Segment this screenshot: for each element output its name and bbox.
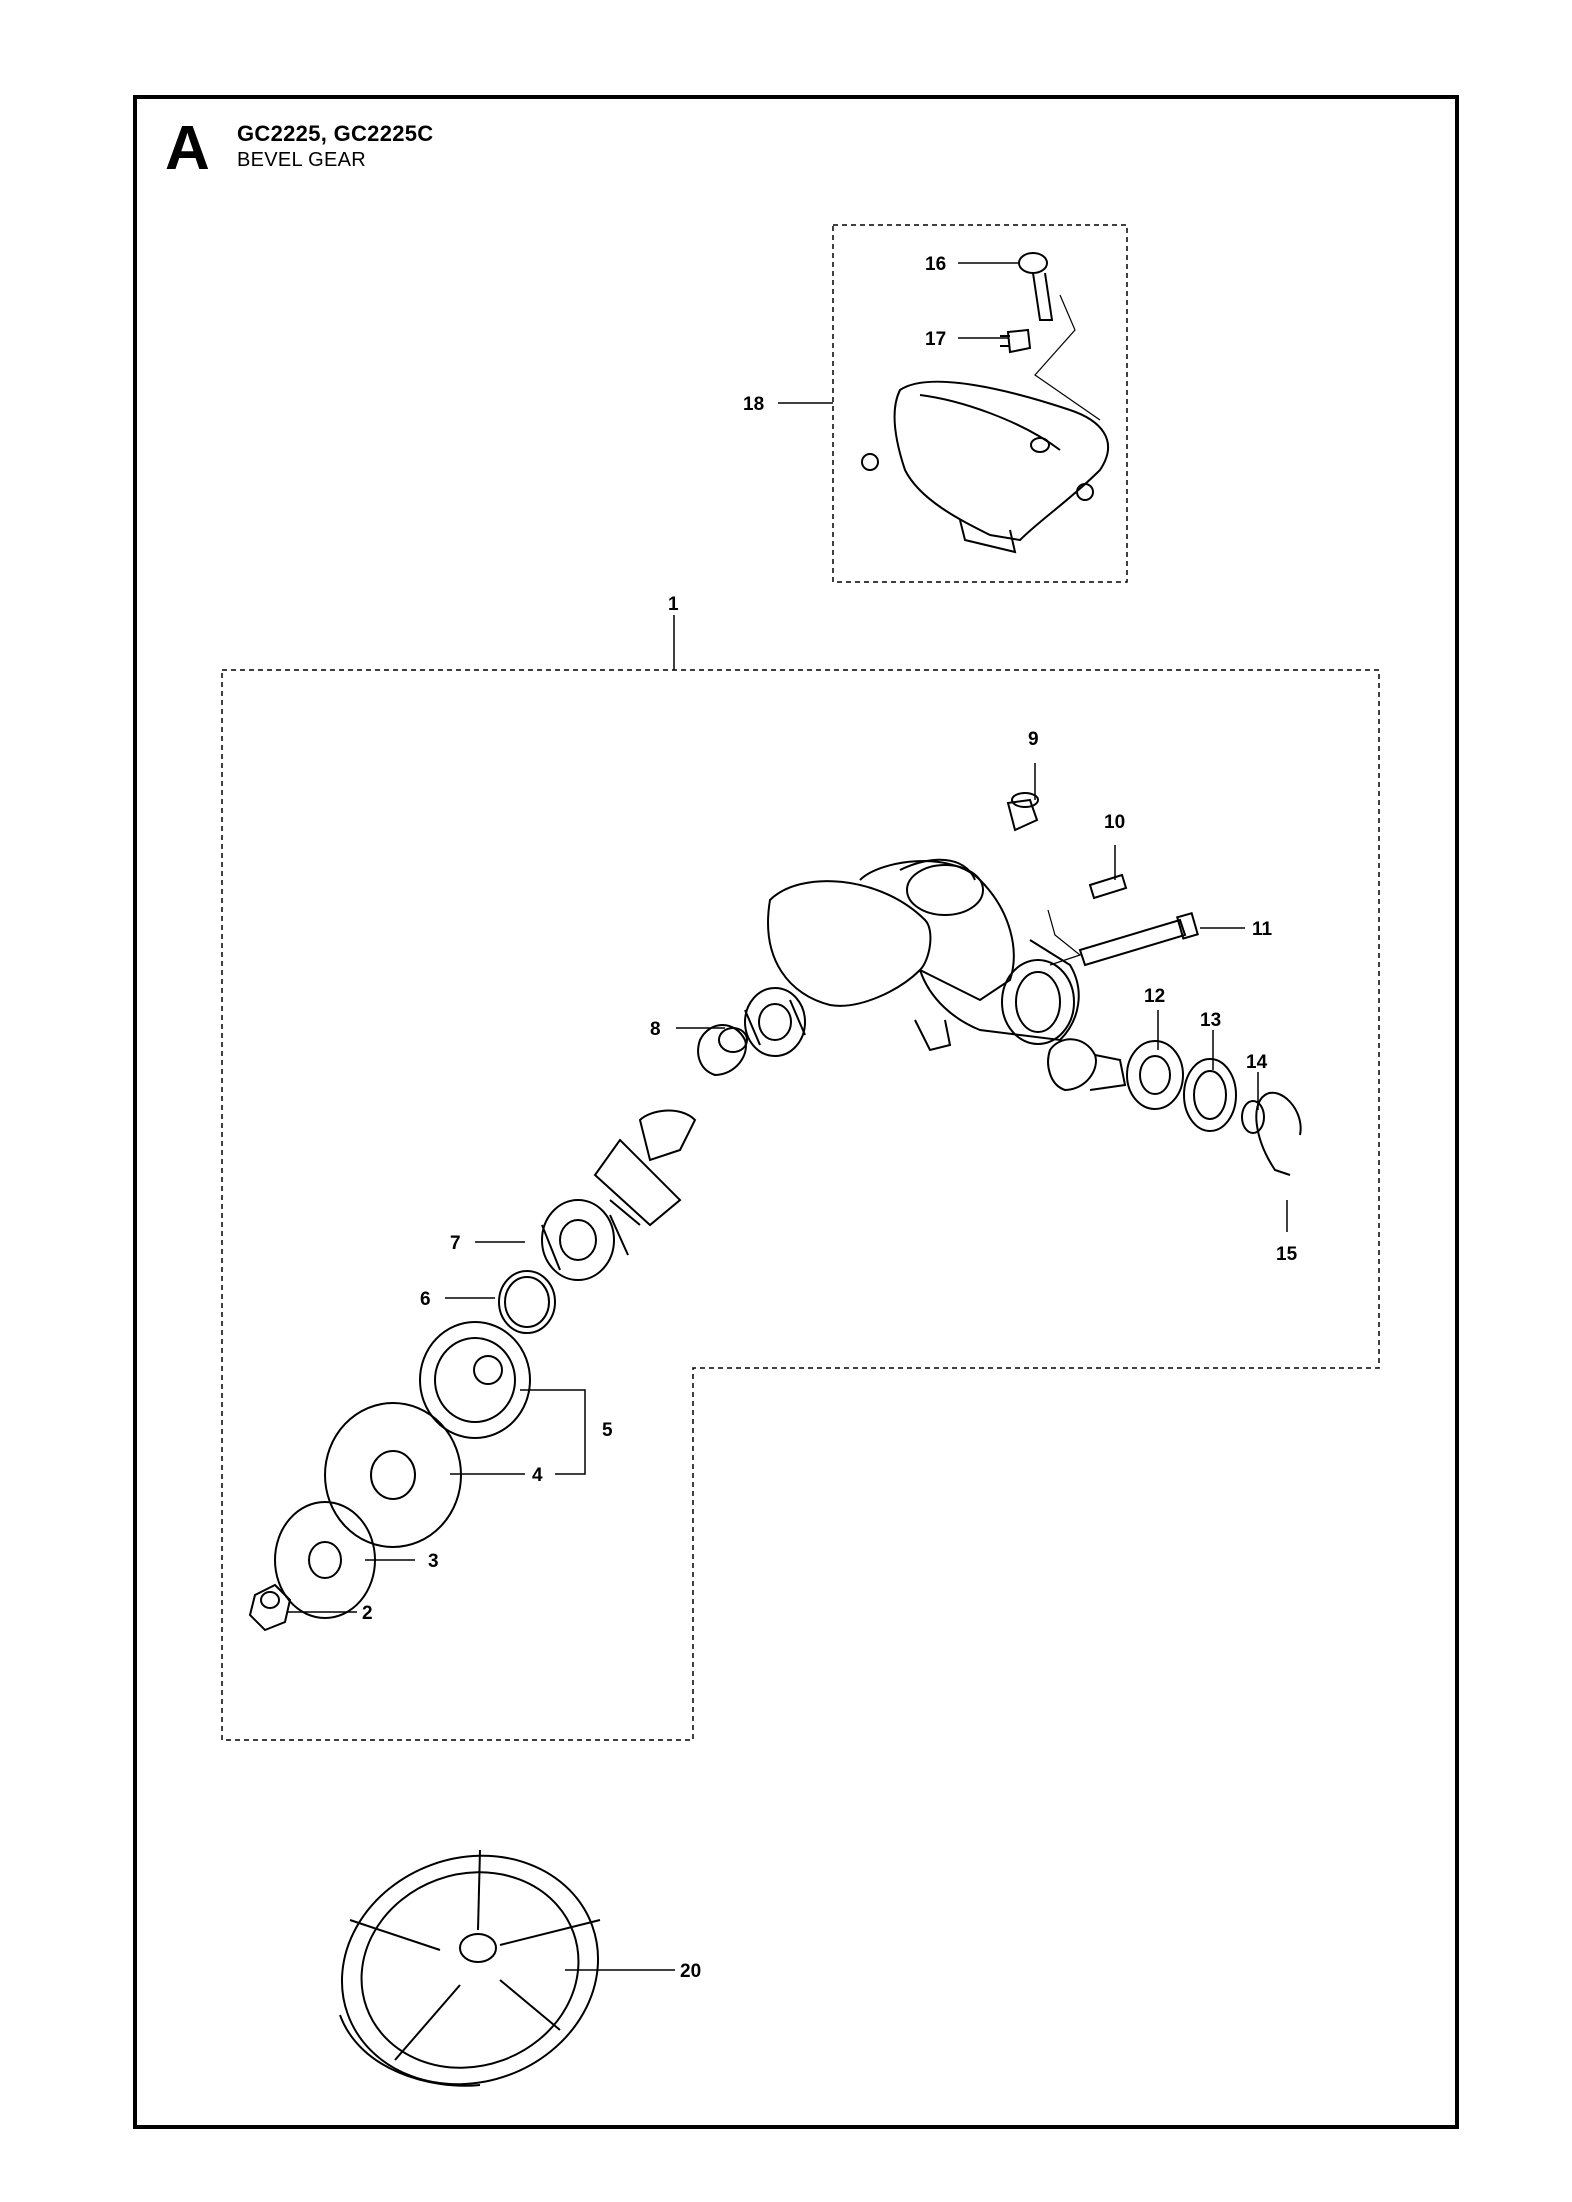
callout-10: 10 [1104, 812, 1125, 833]
callout-11: 11 [1252, 919, 1273, 940]
section-letter: A [165, 114, 210, 183]
callout-16: 16 [925, 254, 946, 275]
guard-group-box [832, 224, 1128, 583]
callout-13: 13 [1200, 1010, 1221, 1031]
callout-9: 9 [1028, 729, 1039, 750]
callout-3: 3 [428, 1551, 439, 1572]
callout-8: 8 [650, 1019, 661, 1040]
callout-15: 15 [1276, 1244, 1298, 1265]
callout-18: 18 [743, 394, 764, 415]
gear-assembly-boundary [221, 669, 1380, 1741]
callout-2: 2 [362, 1603, 373, 1624]
callout-17: 17 [925, 329, 946, 350]
model-title: GC2225, GC2225C [237, 121, 434, 146]
callout-12: 12 [1144, 986, 1165, 1007]
callout-labels: 16 17 18 1 9 10 11 12 13 14 8 15 7 6 5 4… [362, 254, 1298, 1982]
callout-4: 4 [532, 1465, 543, 1486]
page-frame [133, 95, 1459, 2129]
callout-20: 20 [680, 1961, 701, 1982]
assembly-title: BEVEL GEAR [237, 149, 366, 171]
callout-5: 5 [602, 1420, 613, 1441]
callout-14: 14 [1246, 1052, 1268, 1073]
callout-6: 6 [420, 1289, 431, 1310]
callout-1: 1 [668, 594, 679, 615]
callout-7: 7 [450, 1233, 461, 1254]
